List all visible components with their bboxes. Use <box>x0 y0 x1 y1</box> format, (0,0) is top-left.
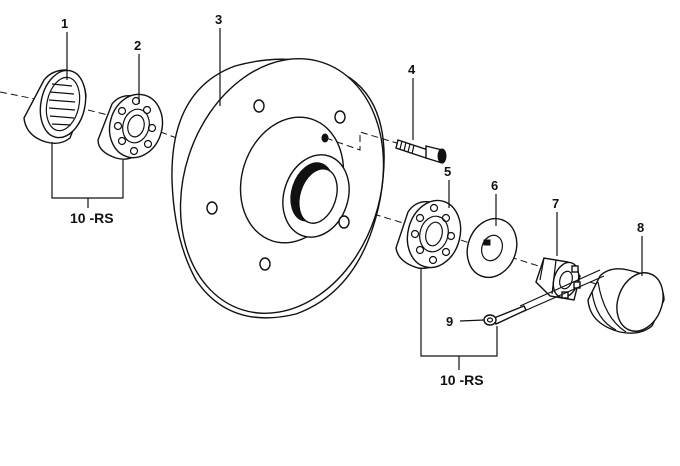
label-part-7: 7 <box>552 196 559 211</box>
leader-lines <box>66 28 643 322</box>
label-kit-right: 10 -RS <box>440 372 484 388</box>
label-part-2: 2 <box>134 38 141 53</box>
part-3-brake-disc <box>171 58 385 319</box>
label-kit-left: 10 -RS <box>70 210 114 226</box>
part-9-split-pin <box>483 305 527 326</box>
pin-guide <box>519 269 605 313</box>
kit-bracket-left <box>51 142 124 208</box>
label-part-5: 5 <box>444 164 451 179</box>
bolt-path <box>325 131 401 151</box>
label-part-4: 4 <box>408 62 416 77</box>
label-part-1: 1 <box>61 16 68 31</box>
label-part-3: 3 <box>215 12 222 27</box>
label-part-8: 8 <box>637 220 644 235</box>
part-5-bearing <box>395 199 462 270</box>
part-4-bolt <box>395 139 447 164</box>
kit-bracket-right <box>420 268 498 370</box>
part-2-bearing <box>97 93 164 160</box>
part-6-washer <box>466 217 518 279</box>
part-8-dust-cap <box>587 268 665 334</box>
label-part-6: 6 <box>491 178 498 193</box>
part-7-castle-nut <box>535 257 581 301</box>
label-part-9: 9 <box>446 314 453 329</box>
part-1-threaded-cap <box>23 69 87 145</box>
